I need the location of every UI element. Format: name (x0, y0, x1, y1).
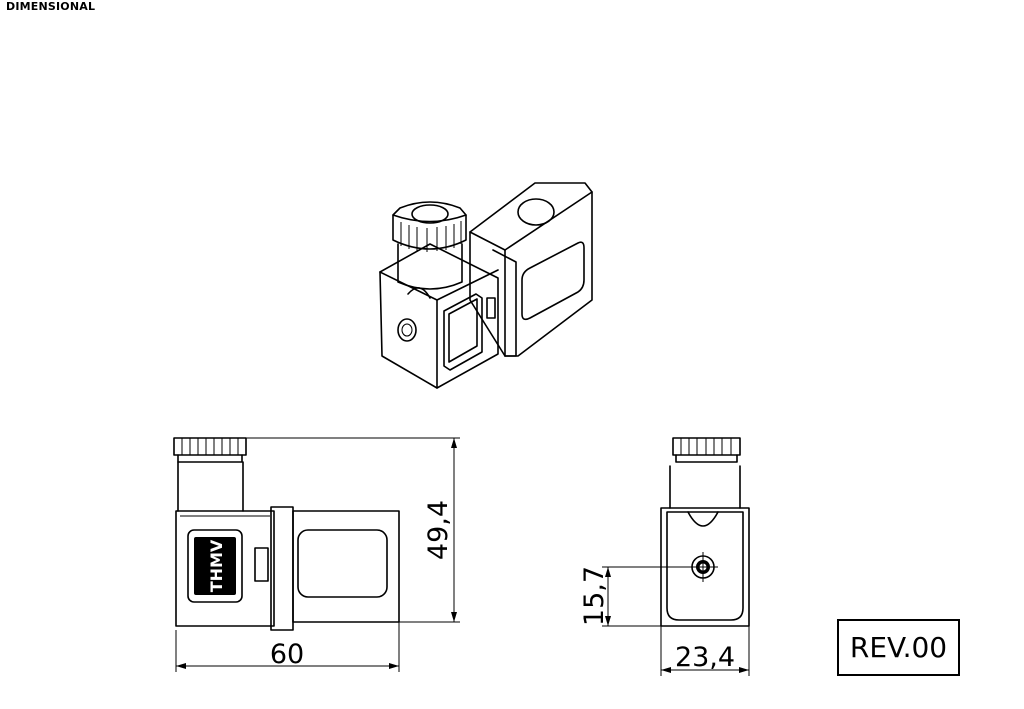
dim-front-width: 23,4 (675, 642, 735, 673)
iso-logo-text: THMV (456, 310, 470, 350)
dim-front-offset: 15,7 (579, 566, 610, 626)
side-view: THMV 60 49,4 (173, 437, 460, 672)
isometric-view: THMV (379, 182, 593, 389)
revision-label: REV.00 (849, 631, 948, 664)
dim-side-width: 60 (270, 639, 304, 670)
dim-side-height: 49,4 (423, 500, 454, 560)
front-view: 15,7 23,4 (579, 437, 750, 676)
side-logo-text: THMV (207, 539, 226, 592)
revision-box: REV.00 (837, 619, 960, 676)
page-title: DIMENSIONAL (6, 0, 96, 13)
